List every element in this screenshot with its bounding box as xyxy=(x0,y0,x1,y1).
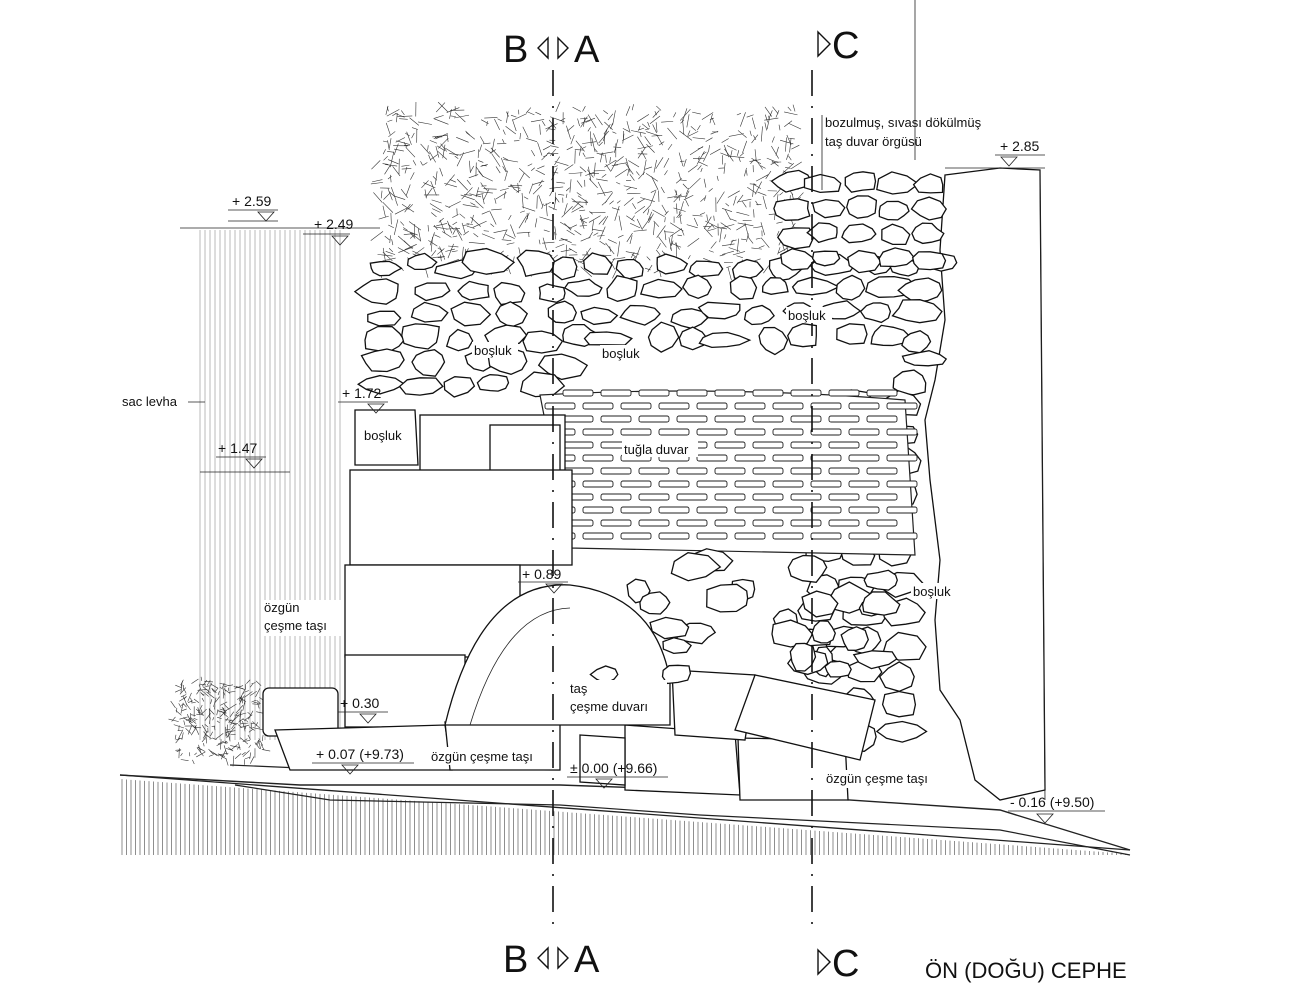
label-bosluk-2: boşluk xyxy=(602,346,640,361)
label-bosluk-5: boşluk xyxy=(913,584,951,599)
level-mark-030: + 0.30 xyxy=(338,695,388,724)
label-ozgun-2: çeşme taşı xyxy=(264,618,327,633)
label-ozgun-1: özgün xyxy=(264,600,299,615)
level-mark-089: + 0.89 xyxy=(518,566,568,594)
label-bosluk-1: boşluk xyxy=(474,343,512,358)
level-mark-000: ± 0.00 (+9.66) xyxy=(567,760,668,789)
level-mark-172: + 1.72 xyxy=(338,385,388,414)
label-sac-levha: sac levha xyxy=(122,394,178,409)
level-mark-259: + 2.59 xyxy=(228,193,278,222)
level-mark-285: + 2.85 xyxy=(995,138,1045,167)
label-tas-1: taş xyxy=(570,681,588,696)
section-marker-bottom: B A C xyxy=(503,939,859,985)
mid-rubble xyxy=(589,548,901,685)
label-ozgun-bottom-1: özgün çeşme taşı xyxy=(431,749,533,764)
section-arrow-right-icon xyxy=(557,36,569,60)
sac-levha-hatch xyxy=(199,230,341,740)
svg-text:+ 2.49: + 2.49 xyxy=(314,216,354,232)
svg-text:+ 2.85: + 2.85 xyxy=(1000,138,1040,154)
level-mark-007: + 0.07 (+9.73) xyxy=(312,746,414,775)
ground-hatch xyxy=(121,779,1126,855)
section-arrow-right-bottom-icon xyxy=(557,946,569,970)
right-rock-mass xyxy=(914,0,1046,801)
level-mark-147: + 1.47 xyxy=(216,440,266,469)
svg-text:+ 0.89: + 0.89 xyxy=(522,566,562,582)
svg-text:+ 2.59: + 2.59 xyxy=(232,193,272,209)
svg-text:- 0.16 (+9.50): - 0.16 (+9.50) xyxy=(1010,794,1094,810)
section-label-b-bottom: B xyxy=(503,939,528,981)
section-label-c-top: C xyxy=(832,25,859,67)
brick-wall xyxy=(539,389,918,556)
section-arrow-c-bottom-icon xyxy=(817,948,831,976)
label-ozgun-bottom-2: özgün çeşme taşı xyxy=(826,771,928,786)
svg-text:± 0.00 (+9.66): ± 0.00 (+9.66) xyxy=(570,760,657,776)
svg-text:+ 0.07 (+9.73): + 0.07 (+9.73) xyxy=(316,746,404,762)
drawing-title: ÖN (DOĞU) CEPHE xyxy=(925,958,1127,983)
label-tugla-duvar: tuğla duvar xyxy=(624,442,689,457)
label-bosluk-3: boşluk xyxy=(788,308,826,323)
level-mark-m016: - 0.16 (+9.50) xyxy=(1008,794,1105,824)
annotations: bozulmuş, sıvası dökülmüş taş duvar örgü… xyxy=(122,115,982,788)
label-bozulmus-2: taş duvar örgüsü xyxy=(825,134,922,149)
section-arrow-c-top-icon xyxy=(817,30,831,58)
section-label-a-bottom: A xyxy=(574,939,600,981)
label-tas-2: çeşme duvarı xyxy=(570,699,648,714)
label-bozulmus-1: bozulmuş, sıvası dökülmüş xyxy=(825,115,982,130)
svg-text:+ 0.30: + 0.30 xyxy=(340,695,380,711)
label-bosluk-4: boşluk xyxy=(364,428,402,443)
section-label-a-top: A xyxy=(574,29,600,71)
section-arrow-left-icon xyxy=(537,36,549,60)
section-label-b-top: B xyxy=(503,29,528,71)
section-label-c-bottom: C xyxy=(832,943,859,985)
svg-text:+ 1.72: + 1.72 xyxy=(342,385,382,401)
section-marker-top: B A C xyxy=(503,25,859,71)
section-arrow-left-bottom-icon xyxy=(537,946,549,970)
level-markers: + 2.59 + 2.49 + 2.85 + 1.72 + 1.47 + 0.8… xyxy=(180,138,1105,824)
svg-text:+ 1.47: + 1.47 xyxy=(218,440,258,456)
vegetation xyxy=(168,101,808,767)
level-mark-249: + 2.49 xyxy=(303,216,354,246)
